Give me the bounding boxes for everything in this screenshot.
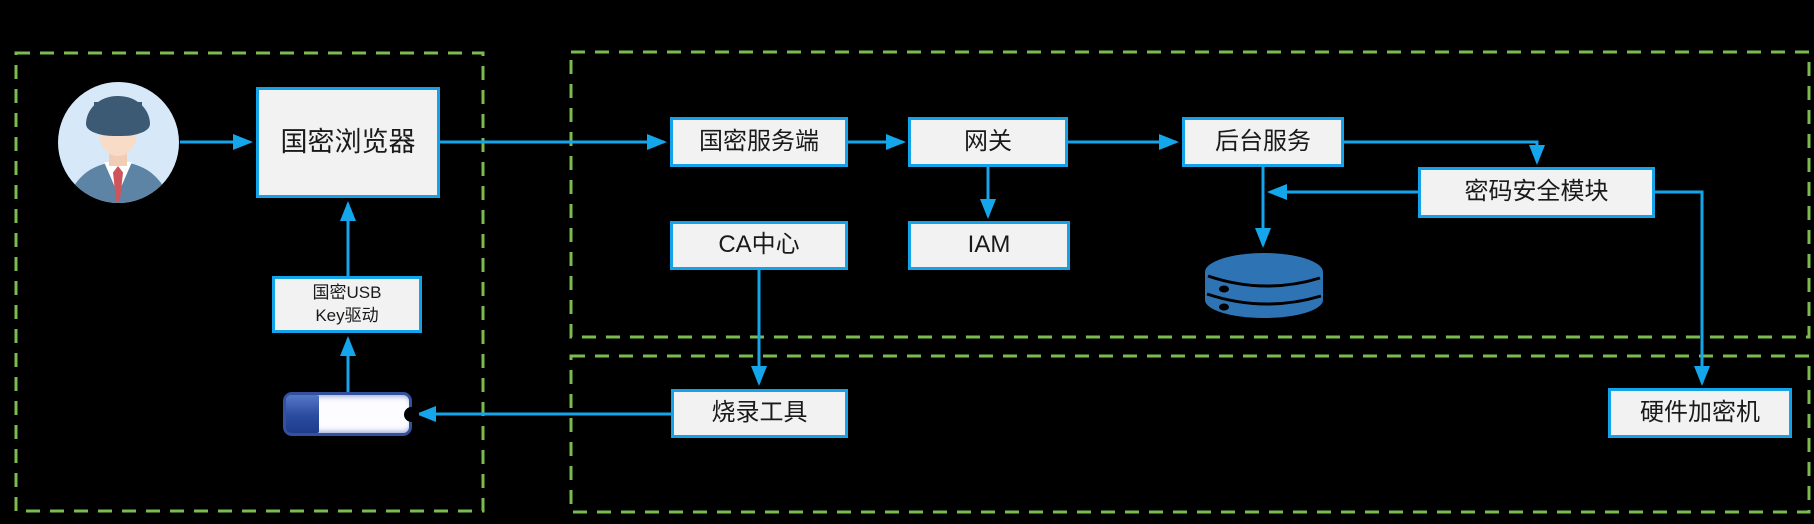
avatar-tie: [113, 166, 123, 202]
node-gateway-label: 网关: [964, 127, 1012, 155]
arrow-backend-to-security-module: [1344, 140, 1545, 165]
node-gm-server: 国密服务端: [670, 117, 848, 167]
database-icon: [1205, 253, 1323, 318]
node-gm-usb-key-driver-label-line1: 国密USB: [312, 282, 382, 302]
avatar-hair: [86, 96, 150, 136]
node-iam: IAM: [908, 221, 1070, 270]
client-zone-border: [14, 51, 485, 513]
usb-key-notch: [404, 407, 419, 422]
node-gateway: 网关: [908, 117, 1068, 167]
node-backend-service: 后台服务: [1182, 117, 1344, 167]
node-crypto-security-module: 密码安全模块: [1418, 167, 1655, 218]
node-hardware-encryptor: 硬件加密机: [1608, 388, 1792, 438]
node-crypto-security-module-label: 密码安全模块: [1464, 178, 1609, 206]
node-gm-usb-key-driver: 国密USB Key驱动: [272, 276, 422, 333]
arrow-security-module-to-hsm: [1655, 190, 1710, 386]
node-burn-tool: 烧录工具: [671, 389, 848, 438]
usb-key-cap: [286, 395, 319, 433]
node-hardware-encryptor-label: 硬件加密机: [1640, 398, 1760, 426]
user-avatar-icon: [58, 82, 179, 203]
node-ca-center: CA中心: [670, 221, 848, 270]
node-ca-center-label: CA中心: [718, 231, 800, 259]
node-gm-browser: 国密浏览器: [256, 87, 440, 198]
node-gm-browser-label: 国密浏览器: [280, 127, 416, 158]
node-burn-tool-label: 烧录工具: [711, 399, 808, 427]
node-gm-server-label: 国密服务端: [699, 127, 819, 155]
node-gm-usb-key-driver-label-line2: Key驱动: [315, 305, 379, 325]
node-backend-service-label: 后台服务: [1215, 127, 1311, 155]
service-zone-border: [569, 50, 1811, 339]
node-iam-label: IAM: [967, 231, 1011, 259]
usb-key-icon: [283, 392, 419, 436]
